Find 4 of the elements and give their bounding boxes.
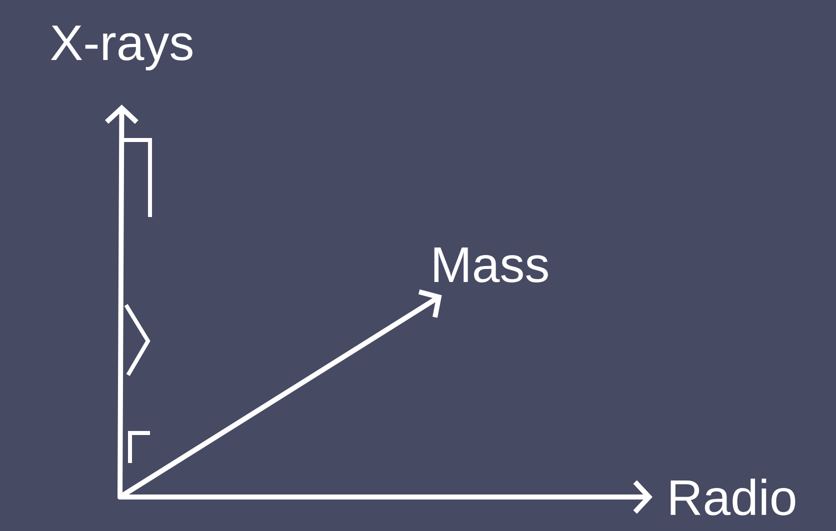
axis-label: X-rays bbox=[50, 26, 192, 70]
axis-label: Radio bbox=[670, 478, 796, 516]
axis-label: Mass bbox=[434, 248, 548, 282]
arrow bbox=[118, 480, 652, 514]
